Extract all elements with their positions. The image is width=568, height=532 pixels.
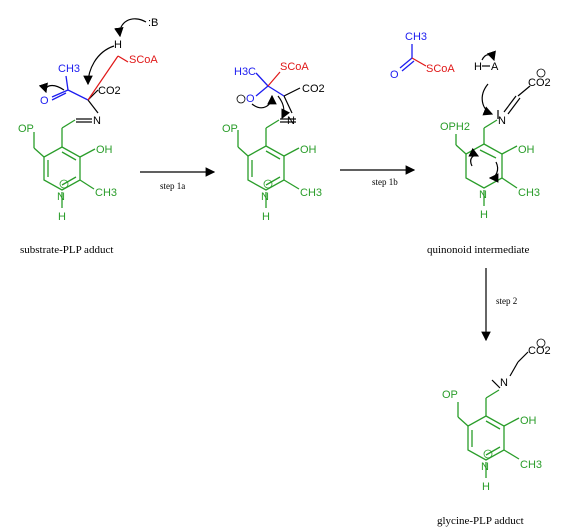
acetyl-coa: CH3 O SCoA H A [390,31,499,81]
ha-h-label: H [474,61,482,73]
ketone-o-label-1: O [40,95,49,107]
imine-n-label-4: N [500,377,508,389]
ch3-ring-label-4: CH3 [520,459,542,471]
ring-h-label-4: H [482,481,490,493]
ring-h-label-3: H [480,209,488,221]
co2-label-4: CO2 [528,345,551,357]
oh-label-2: OH [300,144,317,156]
step-1a-label: step 1a [160,181,185,191]
imine-n-label-3: N [498,115,506,127]
co2-label-2: CO2 [302,83,325,95]
co2-label-1: CO2 [98,85,121,97]
base-label-1: :B [148,17,158,29]
caption-quinonoid: quinonoid intermediate [427,244,529,256]
ring-n-label-4: N [481,461,489,473]
scoa-label-2: SCoA [280,61,309,73]
op-label-2: OP [222,123,238,135]
op-label-1: OP [18,123,34,135]
h3c-label-2: H3C [234,66,256,78]
step-2-label: step 2 [496,296,517,306]
h-label-1: H [114,39,122,51]
oh-label-1: OH [96,144,113,156]
ring-n-label-1: N [57,191,65,203]
step-1b-label: step 1b [372,177,398,187]
caption-glycine: glycine-PLP adduct [437,515,524,527]
caption-substrate: substrate-PLP adduct [20,244,113,256]
scoa-label-1: SCoA [129,54,158,66]
ch3-ring-label-1: CH3 [95,187,117,199]
ring-h-label-2: H [262,211,270,223]
ch3-acetyl-label: CH3 [405,31,427,43]
quinonoid-intermediate: OPH2 OH CH3 N H N CO2 [440,68,551,221]
ch3-ring-label-2: CH3 [300,187,322,199]
alkoxide-intermediate: OP OH CH3 N H N CO2 H3C O SCoA [222,61,325,223]
oh-label-4: OH [520,415,537,427]
alkoxide-o-label-2: O [246,93,255,105]
ring-n-label-3: N [479,189,487,201]
op-label-4: OP [442,389,458,401]
ring-h-label-1: H [58,211,66,223]
substrate-plp-adduct: OP OH CH3 N H N CO2 O CH3 H SCoA :B [18,17,158,223]
acetyl-scoa-label: SCoA [426,63,455,75]
ch3-ring-label-3: CH3 [518,187,540,199]
ha-a-label: A [491,61,499,73]
ring-n-label-2: N [261,191,269,203]
imine-n-label-2: N [287,115,295,127]
ch3-ketone-label-1: CH3 [58,63,80,75]
acetyl-o-label: O [390,69,399,81]
oph2-label-3: OPH2 [440,121,470,133]
imine-n-label-1: N [93,115,101,127]
pyridine-ring-1 [33,119,96,208]
glycine-plp-adduct: OP OH CH3 N H N CO2 [442,338,551,493]
co2-label-3: CO2 [528,77,551,89]
oh-label-3: OH [518,144,535,156]
